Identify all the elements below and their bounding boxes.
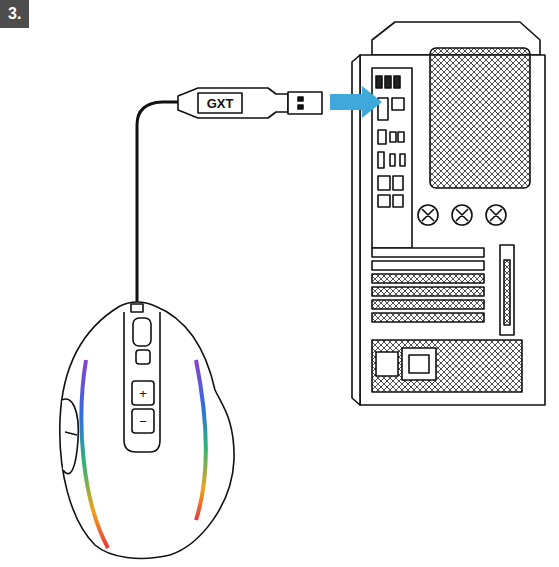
rgb-strip bbox=[196, 360, 206, 520]
plus-button bbox=[132, 381, 154, 405]
step-number: 3. bbox=[8, 5, 21, 23]
minus-button bbox=[132, 409, 154, 433]
usb-hole bbox=[298, 97, 303, 101]
socket-inner bbox=[409, 355, 429, 373]
cable bbox=[137, 102, 180, 302]
logo-frame bbox=[198, 93, 242, 113]
fan-grille bbox=[430, 48, 530, 188]
usb-port bbox=[394, 76, 400, 88]
port bbox=[393, 195, 403, 207]
port bbox=[392, 98, 404, 110]
port bbox=[393, 176, 403, 190]
vertical-slot bbox=[500, 245, 514, 335]
vertical-slot-vent bbox=[504, 260, 510, 325]
power-switch bbox=[376, 352, 398, 376]
psu-grille bbox=[372, 340, 522, 392]
center-rib bbox=[124, 312, 160, 452]
gaming-mouse bbox=[60, 302, 234, 558]
port bbox=[378, 195, 390, 207]
rgb-strip bbox=[81, 360, 108, 548]
pc-tower bbox=[352, 22, 545, 405]
side-buttons bbox=[62, 399, 78, 474]
scroll-wheel bbox=[133, 318, 151, 346]
port bbox=[378, 152, 384, 168]
port bbox=[378, 176, 390, 190]
jack-mark bbox=[422, 209, 502, 221]
port bbox=[390, 154, 395, 166]
usb-cable bbox=[137, 88, 322, 302]
slot-cover bbox=[372, 261, 484, 270]
slot-cover bbox=[372, 274, 484, 283]
slot-cover bbox=[372, 248, 484, 257]
usb-hole bbox=[298, 105, 303, 109]
io-panel bbox=[372, 68, 412, 248]
expansion-slots bbox=[372, 248, 484, 322]
side-button-split bbox=[65, 432, 77, 435]
button-symbol: − bbox=[139, 415, 147, 428]
step-badge: 3. bbox=[0, 0, 29, 28]
slot-cover bbox=[372, 313, 484, 322]
mouse-body bbox=[60, 302, 234, 558]
plug-body bbox=[178, 88, 288, 118]
usb-port bbox=[385, 76, 391, 88]
dpi-button bbox=[136, 350, 150, 364]
power-socket bbox=[402, 348, 436, 380]
port bbox=[400, 154, 405, 166]
port bbox=[398, 132, 404, 142]
usb-port bbox=[376, 76, 382, 88]
brand-logo: GXT bbox=[207, 97, 234, 110]
cable-strain bbox=[131, 304, 143, 312]
port bbox=[390, 132, 396, 142]
slot-cover bbox=[372, 300, 484, 309]
port bbox=[378, 130, 386, 144]
button-symbol: + bbox=[139, 387, 147, 400]
usb-metal bbox=[288, 92, 322, 114]
slot-cover bbox=[372, 287, 484, 296]
insert-arrow bbox=[330, 86, 382, 118]
